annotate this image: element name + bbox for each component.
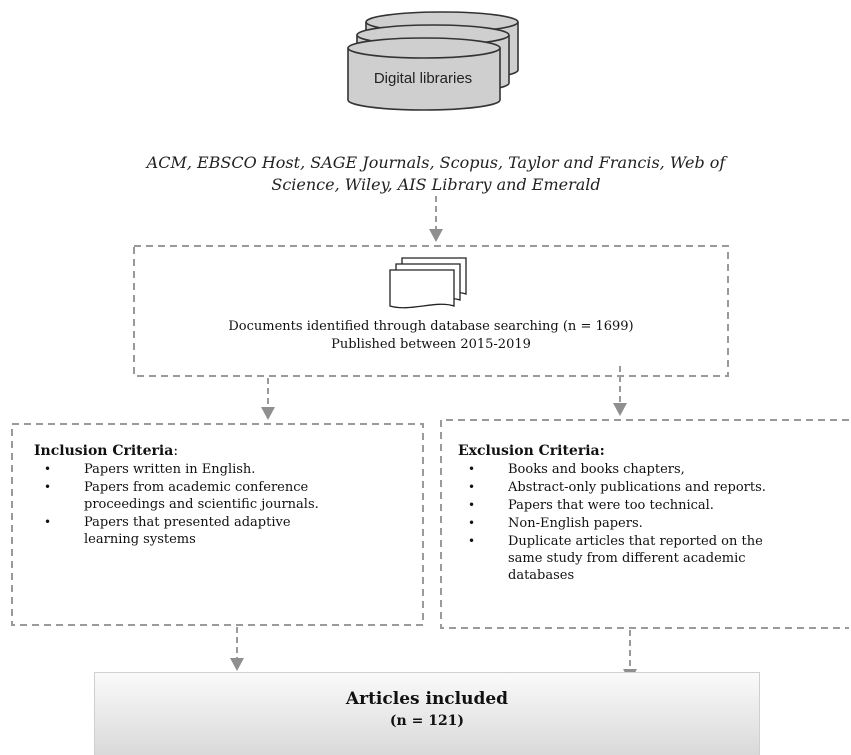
bullet-icon: • xyxy=(44,480,52,494)
inclusion-box xyxy=(11,423,424,626)
inclusion-item-line: proceedings and scientific journals. xyxy=(84,497,319,512)
articles-included-title: Articles included xyxy=(345,689,509,709)
bullet-icon: • xyxy=(468,498,476,512)
inclusion-title-colon: : xyxy=(173,443,179,459)
exclusion-item: • Papers that were too technical. xyxy=(458,497,843,514)
articles-included-count: (n = 121) xyxy=(389,713,465,729)
exclusion-item-line: Duplicate articles that reported on the xyxy=(508,534,763,549)
exclusion-item-line: Non-English papers. xyxy=(508,516,643,531)
identification-period: Published between 2015-2019 xyxy=(331,337,531,352)
inclusion-item: • Papers that presented adaptive learnin… xyxy=(34,514,414,548)
inclusion-item-line: Papers that presented adaptive xyxy=(84,515,291,530)
bullet-icon: • xyxy=(44,515,52,529)
bullet-icon: • xyxy=(468,462,476,476)
bullet-icon: • xyxy=(468,534,476,548)
exclusion-item: • Books and books chapters, xyxy=(458,461,843,478)
exclusion-item-line: databases xyxy=(508,568,575,583)
document-stack-icon xyxy=(389,257,467,309)
cylinder-front xyxy=(347,37,501,111)
identification-box xyxy=(133,245,729,377)
inclusion-criteria: Inclusion Criteria: • Papers written in … xyxy=(34,442,414,549)
inclusion-item-line: learning systems xyxy=(84,532,196,547)
inclusion-item-line: Papers from academic conference xyxy=(84,480,309,495)
database-icon xyxy=(347,11,519,111)
bullet-icon: • xyxy=(468,516,476,530)
arrowhead-ident-to-inclusion xyxy=(261,407,275,420)
exclusion-item-line: Papers that were too technical. xyxy=(508,498,714,513)
inclusion-item: • Papers written in English. xyxy=(34,461,414,478)
exclusion-item-line: same study from different academic xyxy=(508,551,746,566)
identification-count: Documents identified through database se… xyxy=(228,319,634,334)
exclusion-box xyxy=(440,419,849,629)
exclusion-item-line: Books and books chapters, xyxy=(508,462,685,477)
arrowhead-ident-to-exclusion xyxy=(613,403,627,416)
bullet-icon: • xyxy=(44,462,52,476)
articles-included-box: Articles included (n = 121) xyxy=(94,672,760,755)
exclusion-list: • Books and books chapters, • Abstract-o… xyxy=(458,461,843,584)
arrowhead-inclusion-to-result xyxy=(230,658,244,671)
database-sources: ACM, EBSCO Host, SAGE Journals, Scopus, … xyxy=(60,152,812,196)
sources-line-2: Science, Wiley, AIS Library and Emerald xyxy=(271,175,601,194)
sources-line-1: ACM, EBSCO Host, SAGE Journals, Scopus, … xyxy=(146,153,726,172)
inclusion-list: • Papers written in English. • Papers fr… xyxy=(34,461,414,548)
exclusion-item: • Non-English papers. xyxy=(458,515,843,532)
exclusion-criteria: Exclusion Criteria: • Books and books ch… xyxy=(458,442,843,585)
identification-text: Documents identified through database se… xyxy=(134,318,728,354)
exclusion-title: Exclusion Criteria: xyxy=(458,443,605,459)
exclusion-item-line: Abstract-only publications and reports. xyxy=(508,480,766,495)
arrowhead-sources-to-ident xyxy=(429,229,443,242)
inclusion-title-text: Inclusion Criteria xyxy=(34,443,174,459)
exclusion-item: • Abstract-only publications and reports… xyxy=(458,479,843,496)
exclusion-item: • Duplicate articles that reported on th… xyxy=(458,533,843,584)
inclusion-item: • Papers from academic conference procee… xyxy=(34,479,414,513)
inclusion-item-line: Papers written in English. xyxy=(84,462,256,477)
bullet-icon: • xyxy=(468,480,476,494)
inclusion-title: Inclusion Criteria: xyxy=(34,442,414,460)
database-label: Digital libraries xyxy=(373,70,473,87)
